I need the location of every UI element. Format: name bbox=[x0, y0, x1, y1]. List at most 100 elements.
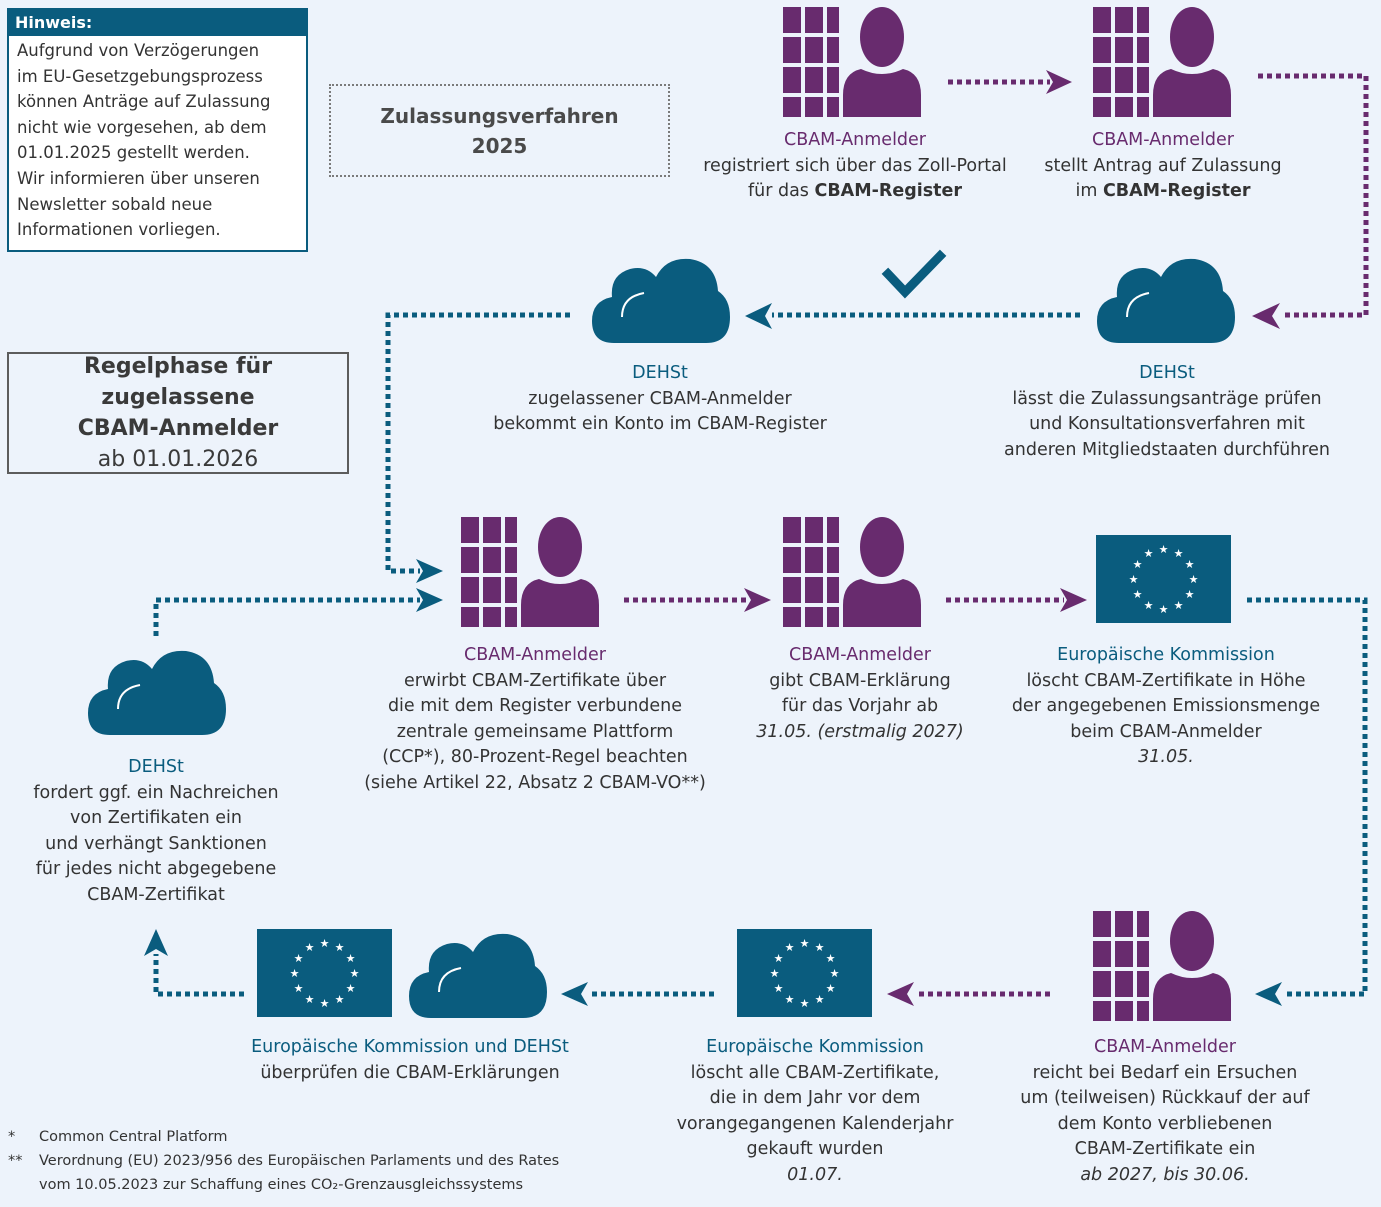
node-line: löscht CBAM-Zertifikate in Höhe bbox=[1026, 670, 1306, 691]
node-joint-review: Europäische Kommission und DEHSt überprü… bbox=[215, 1035, 605, 1086]
node-dehst-sanctions: DEHSt fordert ggf. ein Nachreichen von Z… bbox=[6, 755, 306, 908]
svg-text:★: ★ bbox=[826, 982, 836, 995]
node-line: für jedes nicht abgegebene bbox=[35, 859, 277, 879]
arrowhead bbox=[416, 588, 443, 612]
node-line: für das Vorjahr ab bbox=[781, 696, 939, 716]
svg-text:★: ★ bbox=[305, 941, 315, 954]
cloud-icon bbox=[88, 650, 226, 735]
regelphase-box: Regelphase für zugelassene CBAM-Anmelder… bbox=[7, 352, 349, 474]
node-line: registriert sich über das Zoll-Portal bbox=[703, 155, 1007, 176]
hinweis-line: nicht wie vorgesehen, ab dem bbox=[17, 117, 267, 137]
svg-text:★: ★ bbox=[815, 993, 825, 1006]
arrow-commission-to-repurchase bbox=[1247, 597, 1368, 997]
footnote: * Common Central Platform bbox=[8, 1125, 559, 1149]
svg-text:★: ★ bbox=[1189, 573, 1199, 586]
node-date-text: ab 2027, bis 30.06. bbox=[1080, 1164, 1250, 1185]
footnote: vom 10.05.2023 zur Schaffung eines CO₂-G… bbox=[8, 1173, 559, 1197]
node-line: (siehe Artikel 22, Absatz 2 CBAM-VO**) bbox=[364, 772, 706, 793]
svg-text:★: ★ bbox=[320, 937, 330, 950]
person-building-icon bbox=[1093, 7, 1231, 117]
node-line: beim CBAM-Anmelder bbox=[1070, 721, 1262, 742]
node-title: Europäische Kommission und DEHSt bbox=[251, 1037, 569, 1057]
node-line: von Zertifikaten ein bbox=[70, 808, 242, 828]
node-line: lässt die Zulassungsanträge prüfen bbox=[1012, 388, 1322, 409]
hinweis-line: Newsletter sobald neue bbox=[17, 194, 213, 214]
hinweis-line: Wir informieren über unseren bbox=[17, 168, 260, 188]
node-line: für das CBAM-Register bbox=[680, 179, 1030, 205]
node-commission-delete: Europäische Kommission löscht CBAM-Zerti… bbox=[986, 643, 1346, 771]
node-title: Europäische Kommission bbox=[706, 1037, 924, 1057]
hinweis-line: 01.01.2025 gestellt werden. bbox=[17, 143, 250, 163]
node-title: CBAM-Anmelder bbox=[783, 130, 927, 150]
cloud-icon bbox=[1097, 258, 1235, 343]
eu-flag-icon: ★★★★★★★★★★★★ bbox=[737, 929, 872, 1017]
node-line: gekauft wurden bbox=[746, 1139, 884, 1159]
arrowhead bbox=[144, 929, 168, 956]
node-line: löscht alle CBAM-Zertifikate, bbox=[690, 1062, 940, 1083]
footnotes: * Common Central Platform ** Verordnung … bbox=[8, 1125, 559, 1197]
arrowhead bbox=[744, 588, 771, 612]
node-register: CBAM-Anmelder registriert sich über das … bbox=[680, 128, 1030, 205]
svg-text:★: ★ bbox=[770, 967, 780, 980]
node-line: (CCP*), 80-Prozent-Regel beachten bbox=[382, 747, 688, 767]
node-line: zugelassener CBAM-Anmelder bbox=[528, 388, 792, 409]
svg-text:★: ★ bbox=[774, 982, 784, 995]
node-title: DEHSt bbox=[632, 363, 688, 383]
node-line-text: für das bbox=[747, 181, 815, 201]
arrowhead bbox=[561, 982, 588, 1006]
node-repurchase: CBAM-Anmelder reicht bei Bedarf ein Ersu… bbox=[1000, 1035, 1330, 1188]
zulassungsverfahren-box: Zulassungsverfahren 2025 bbox=[329, 84, 670, 177]
footnote-text: Common Central Platform bbox=[39, 1129, 228, 1145]
node-line: um (teilweisen) Rückkauf der auf bbox=[1020, 1088, 1310, 1108]
arrowhead bbox=[887, 982, 914, 1006]
svg-text:★: ★ bbox=[826, 952, 836, 965]
node-line: gibt CBAM-Erklärung bbox=[769, 670, 951, 691]
svg-text:★: ★ bbox=[830, 967, 840, 980]
regelphase-title-1: Regelphase für zugelassene bbox=[83, 354, 273, 410]
svg-text:★: ★ bbox=[346, 952, 356, 965]
svg-text:★: ★ bbox=[335, 941, 345, 954]
node-commission-delete-all: Europäische Kommission löscht alle CBAM-… bbox=[645, 1035, 985, 1188]
regelphase-title-2: CBAM-Anmelder bbox=[77, 416, 279, 441]
hinweis-line: Informationen vorliegen. bbox=[17, 220, 221, 240]
node-line: und verhängt Sanktionen bbox=[45, 833, 267, 854]
node-date: 01.07. bbox=[645, 1163, 985, 1189]
person-building-icon bbox=[461, 517, 599, 627]
hinweis-line: Aufgrund von Verzögerungen bbox=[17, 41, 260, 60]
person-building-icon bbox=[783, 7, 921, 117]
node-purchase: CBAM-Anmelder erwirbt CBAM-Zertifikate ü… bbox=[330, 643, 740, 796]
node-title: CBAM-Anmelder bbox=[788, 645, 932, 665]
svg-text:★: ★ bbox=[1174, 547, 1184, 560]
node-line: CBAM-Zertifikate ein bbox=[1074, 1139, 1256, 1159]
node-line: erwirbt CBAM-Zertifikate über bbox=[403, 670, 667, 691]
arrow-review-to-sanctions bbox=[153, 954, 244, 997]
arrowhead bbox=[1046, 70, 1072, 94]
node-title: CBAM-Anmelder bbox=[463, 645, 607, 665]
arrowhead bbox=[1255, 982, 1282, 1006]
node-title: DEHSt bbox=[1139, 363, 1195, 383]
node-title: Europäische Kommission bbox=[1057, 645, 1275, 665]
eu-flag-icon: ★★★★★★★★★★★★ bbox=[1096, 535, 1231, 623]
zulassung-title: Zulassungsverfahren bbox=[380, 103, 619, 128]
node-title: CBAM-Anmelder bbox=[1091, 130, 1235, 150]
cloud-icon bbox=[409, 933, 547, 1018]
svg-text:★: ★ bbox=[1174, 599, 1184, 612]
node-title: DEHSt bbox=[128, 757, 184, 777]
regelphase-date: ab 01.01.2026 bbox=[97, 447, 259, 472]
svg-text:★: ★ bbox=[1159, 603, 1169, 616]
hinweis-line: im EU-Gesetzgebungsprozess bbox=[17, 66, 263, 86]
svg-text:★: ★ bbox=[335, 993, 345, 1006]
eu-flag-icon: ★★★★★★★★★★★★ bbox=[257, 929, 392, 1017]
arrowhead bbox=[1252, 303, 1280, 329]
node-line: fordert ggf. ein Nachreichen bbox=[33, 782, 279, 803]
node-line: zentrale gemeinsame Plattform bbox=[396, 721, 674, 742]
svg-text:★: ★ bbox=[346, 982, 356, 995]
svg-text:★: ★ bbox=[350, 967, 360, 980]
node-line: und Konsultationsverfahren mit bbox=[1029, 414, 1305, 434]
arrow-dehst-to-declarant bbox=[153, 597, 420, 636]
node-line: CBAM-Zertifikat bbox=[87, 884, 225, 905]
node-date: 31.05. bbox=[986, 745, 1346, 771]
arrowhead bbox=[1060, 588, 1087, 612]
svg-text:★: ★ bbox=[294, 982, 304, 995]
